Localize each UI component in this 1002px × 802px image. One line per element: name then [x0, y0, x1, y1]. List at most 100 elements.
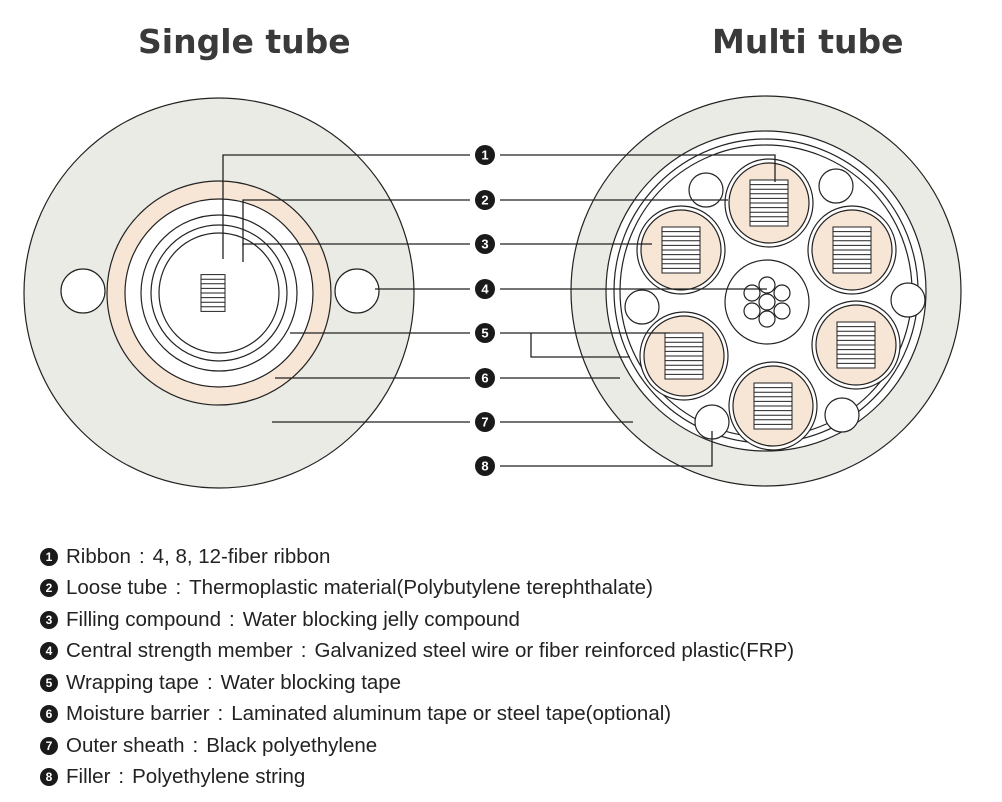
callout-leader-line — [242, 199, 470, 246]
steel-wire — [758, 310, 776, 328]
legend-term: Wrapping tape — [66, 670, 199, 694]
callout-badge: 6 — [475, 368, 495, 388]
legend-item-filling-compound: 3 Filling compound: Water blocking jelly c… — [40, 604, 794, 636]
single-filler-right — [334, 268, 380, 314]
legend-desc: Water blocking jelly compound — [242, 607, 520, 631]
steel-wire — [773, 284, 791, 302]
multi-tube-cross-section — [570, 95, 962, 487]
multi-loose-tubes — [636, 158, 901, 451]
ribbon-stack — [200, 274, 226, 312]
legend-desc: Polyethylene string — [132, 765, 306, 789]
single-tube-cross-section — [23, 97, 415, 489]
legend-separator: : — [300, 639, 307, 663]
callout-badge-number: 4 — [481, 282, 489, 297]
callout-badge-number: 5 — [481, 326, 488, 341]
legend-badge: 5 — [40, 673, 58, 692]
legend-separator: : — [217, 702, 224, 726]
legend-item-filler: 8 Filler: Polyethylene string — [40, 762, 794, 794]
legend-separator: : — [228, 607, 235, 631]
steel-wire — [743, 284, 761, 302]
steel-wire — [758, 293, 776, 311]
legend-term: Filler — [66, 765, 111, 789]
callout-badge: 3 — [475, 234, 495, 254]
legend-term: Loose tube — [66, 576, 168, 600]
ribbon-stack — [753, 382, 793, 430]
legend-desc: Water blocking tape — [220, 670, 402, 694]
callout-badge: 2 — [475, 190, 495, 210]
loose-tube — [636, 205, 726, 295]
legend-badge: 1 — [40, 547, 58, 566]
loose-tube — [724, 158, 814, 248]
filler-string — [890, 282, 926, 318]
multi-filler-strings — [624, 168, 926, 440]
filler-string — [824, 397, 860, 433]
legend-term: Moisture barrier — [66, 702, 210, 726]
legend-separator: : — [118, 765, 125, 789]
single-filler-left — [60, 268, 106, 314]
callout-badge: 1 — [475, 145, 495, 165]
callout-leader-line — [222, 154, 470, 259]
legend-desc: Thermoplastic material(Polybutylene tere… — [189, 576, 653, 600]
callout-badge-circle — [475, 412, 495, 432]
callout-badge-circle — [475, 456, 495, 476]
ribbon-stack — [832, 226, 872, 274]
callout-badge: 5 — [475, 323, 495, 343]
callout-badge-circle — [475, 368, 495, 388]
callout-badge-number: 1 — [481, 148, 488, 163]
callout-badge-circle — [475, 323, 495, 343]
multi-tube-title: Multi tube — [712, 22, 904, 61]
callout-leaders — [222, 154, 776, 467]
callout-leader-line — [500, 431, 713, 467]
callout-badge-number: 7 — [481, 415, 488, 430]
legend-desc: Galvanized steel wire or fiber reinforce… — [314, 639, 795, 663]
single-tube-title: Single tube — [138, 22, 351, 61]
loose-tube — [811, 300, 901, 390]
filler-string — [624, 289, 660, 325]
filler-string — [818, 168, 854, 204]
legend-separator: : — [138, 544, 145, 568]
filler-string — [688, 172, 724, 208]
legend-badge: 2 — [40, 579, 58, 598]
callout-badge-number: 8 — [481, 459, 488, 474]
ribbon-stack — [836, 321, 876, 369]
callout-badge-number: 3 — [481, 237, 488, 252]
single-ribbon-stack — [200, 274, 226, 312]
legend-item-moisture-barrier: 6 Moisture barrier: Laminated aluminum tap… — [40, 699, 794, 731]
legend-term: Ribbon — [66, 544, 131, 568]
legend-badge: 6 — [40, 705, 58, 724]
callout-badge-circle — [475, 234, 495, 254]
legend-term: Outer sheath — [66, 733, 185, 757]
steel-wire — [743, 302, 761, 320]
legend-badge: 8 — [40, 768, 58, 787]
callout-badge-number: 6 — [481, 371, 488, 386]
callout-badge: 4 — [475, 279, 495, 299]
steel-wire — [758, 276, 776, 294]
legend-desc: Laminated aluminum tape or steel tape(op… — [231, 702, 672, 726]
callout-badge-circle — [475, 279, 495, 299]
legend-item-loose-tube: 2 Loose tube: Thermoplastic material(Polyb… — [40, 573, 794, 605]
legend-badge: 7 — [40, 736, 58, 755]
callout-leader-line — [530, 333, 630, 358]
legend-desc: 4, 8, 12-fiber ribbon — [152, 544, 331, 568]
legend-term: Filling compound — [66, 607, 221, 631]
callout-badge-number: 2 — [481, 193, 488, 208]
legend-badge: 4 — [40, 642, 58, 661]
callout-leader-line — [242, 243, 470, 262]
callout-leader-line — [500, 154, 776, 182]
legend-badge: 3 — [40, 610, 58, 629]
legend-item-ribbon: 1 Ribbon:4, 8, 12-fiber ribbon — [40, 541, 794, 573]
callout-badge-circle — [475, 145, 495, 165]
callout-badge: 7 — [475, 412, 495, 432]
legend-separator: : — [206, 670, 213, 694]
callout-badge: 8 — [475, 456, 495, 476]
callout-badges: 1 2 3 4 5 6 7 8 — [475, 145, 495, 476]
loose-tube — [639, 311, 729, 401]
callout-badge-circle — [475, 190, 495, 210]
ribbon-stack — [664, 332, 704, 380]
legend-desc: Black polyethylene — [206, 733, 378, 757]
legend-separator: : — [175, 576, 182, 600]
loose-tube — [728, 361, 818, 451]
